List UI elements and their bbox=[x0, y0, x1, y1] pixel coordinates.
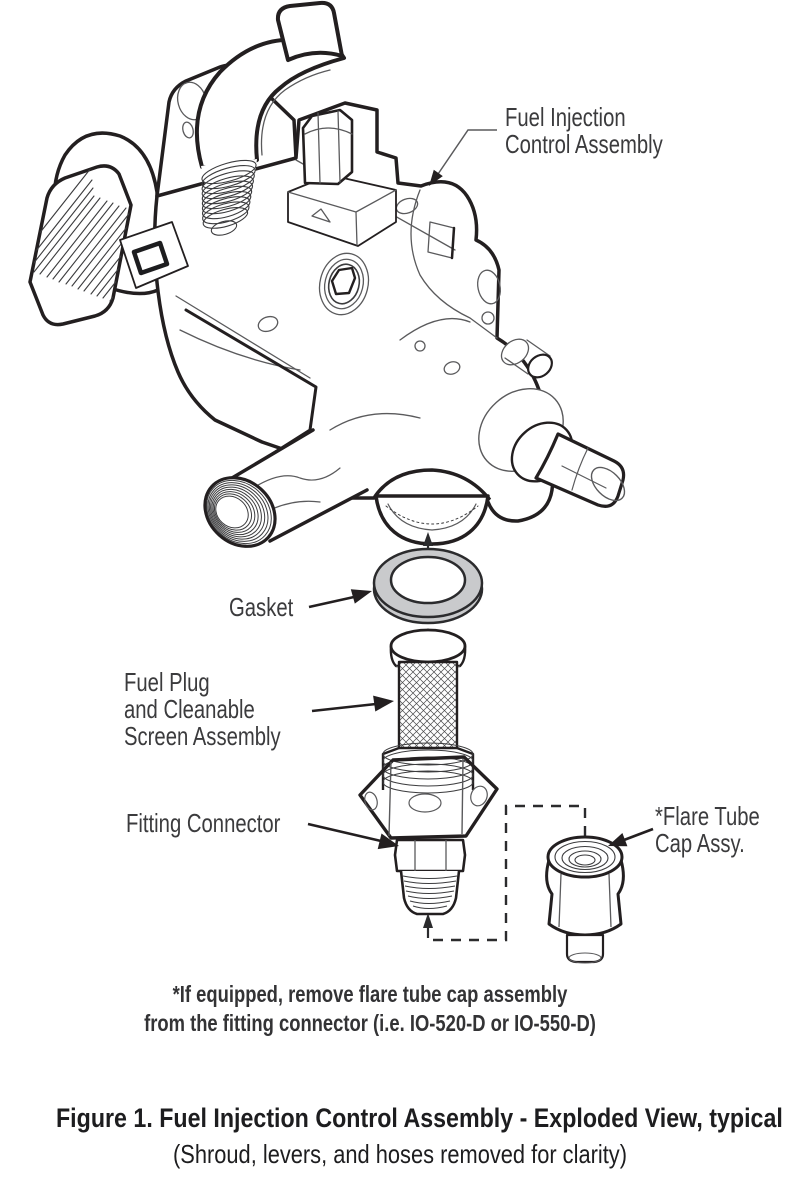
leader-flare-cap bbox=[623, 827, 654, 842]
label-control-assembly: Fuel Injection Control Assembly bbox=[505, 102, 663, 159]
drive-shaft bbox=[478, 388, 626, 508]
arrowhead-flare-cap bbox=[608, 833, 628, 847]
outlet-tube bbox=[203, 428, 369, 548]
figure-caption-title: Figure 1. Fuel Injection Control Assembl… bbox=[56, 1103, 783, 1133]
hex-block bbox=[301, 108, 354, 186]
elbow-fitting bbox=[194, 37, 346, 171]
idle-stub bbox=[500, 338, 553, 379]
elbow-end-cap bbox=[275, 0, 344, 62]
hex-socket-port bbox=[318, 252, 370, 316]
figure-caption-subtitle: (Shroud, levers, and hoses removed for c… bbox=[173, 1139, 627, 1169]
threaded-stud bbox=[201, 159, 257, 236]
plug-hex-nut bbox=[358, 755, 499, 840]
flare-tube-cap-drawing bbox=[545, 835, 625, 964]
label-gasket: Gasket bbox=[229, 592, 294, 622]
square-hole bbox=[131, 240, 170, 276]
fitting-connector-drawing bbox=[393, 838, 467, 916]
gasket-drawing bbox=[372, 547, 484, 625]
leader-fitting-connector bbox=[307, 822, 382, 843]
label-flare-tube-cap: *Flare Tube Cap Assy. bbox=[655, 801, 760, 858]
arrowhead-gasket bbox=[350, 589, 372, 604]
bottom-boss bbox=[374, 494, 490, 546]
footnote: *If equipped, remove flare tube cap asse… bbox=[144, 981, 596, 1036]
arrowhead-control-assembly bbox=[429, 169, 443, 186]
flare-cap-dashed-path bbox=[433, 804, 587, 942]
label-fuel-plug-screen: Fuel Plug and Cleanable Screen Assembly bbox=[124, 667, 281, 751]
leader-fuel-plug bbox=[311, 702, 377, 713]
fuel-injection-control-assembly-drawing bbox=[28, 0, 626, 548]
fuel-plug-screen-drawing bbox=[358, 628, 499, 840]
label-fitting-connector: Fitting Connector bbox=[126, 808, 281, 838]
knurled-plug bbox=[28, 164, 133, 327]
leader-gasket bbox=[308, 595, 355, 609]
leader-arrows bbox=[307, 129, 654, 850]
leader-control-assembly bbox=[435, 129, 497, 178]
arrowhead-fitting-connector bbox=[377, 833, 399, 850]
arrowhead-fuel-plug bbox=[373, 695, 394, 712]
